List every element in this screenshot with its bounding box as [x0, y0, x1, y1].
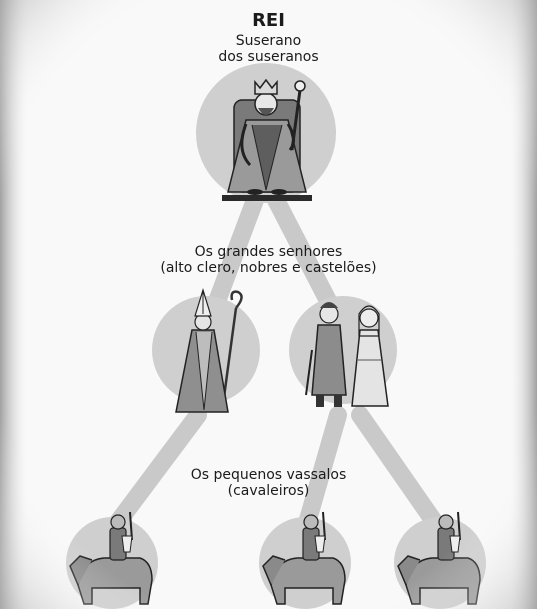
king-subtitle-line2: dos suseranos [218, 49, 319, 65]
king-subtitle-line1: Suserano [235, 33, 302, 49]
small-vassals-label: Os pequenos vassalos (cavaleiros) [0, 467, 537, 499]
king-subtitle: Suserano dos suseranos [0, 33, 537, 65]
great-lords-label-line1: Os grandes senhores [194, 244, 343, 260]
great-lords-label-line2: (alto clero, nobres e castelões) [160, 260, 377, 276]
small-vassals-label-line1: Os pequenos vassalos [190, 467, 347, 483]
great-lords-label: Os grandes senhores (alto clero, nobres … [0, 244, 537, 276]
small-vassals-label-line2: (cavaleiros) [227, 483, 310, 499]
king-title: REI [252, 10, 285, 31]
